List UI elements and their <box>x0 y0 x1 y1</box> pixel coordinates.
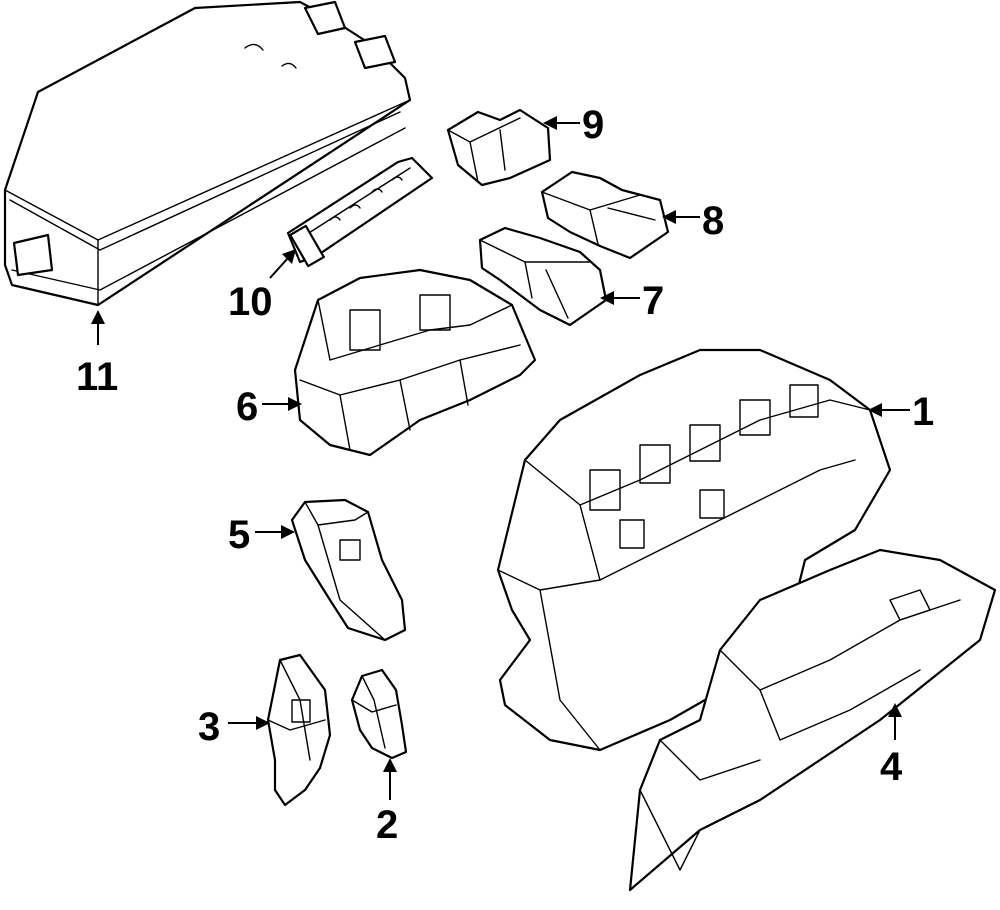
part-10-fuse-strip <box>286 156 434 268</box>
callout-11: 11 <box>76 355 118 399</box>
callout-2: 2 <box>376 803 398 847</box>
part-1-main-fuse-box <box>496 348 892 752</box>
part-11-cover <box>3 0 412 307</box>
part-8-relay <box>540 170 670 260</box>
callout-4: 4 <box>880 745 903 789</box>
callout-3: 3 <box>198 705 220 749</box>
part-2-fuse-holder <box>350 668 408 760</box>
part-9-relay <box>446 108 552 187</box>
callout-10: 10 <box>228 280 273 324</box>
part-5-connector <box>290 498 407 642</box>
part-3-fuse-holder <box>266 653 332 807</box>
callout-9: 9 <box>582 103 604 147</box>
callout-7: 7 <box>642 279 664 323</box>
part-4-lower-bracket <box>628 548 997 892</box>
callout-leaders <box>91 116 910 800</box>
callout-6: 6 <box>236 385 258 429</box>
callout-5: 5 <box>228 513 250 557</box>
callout-1: 1 <box>912 390 934 434</box>
part-6-relay-block <box>293 268 537 457</box>
callout-labels: 1 2 3 4 5 6 7 8 9 10 11 <box>76 103 934 847</box>
callout-8: 8 <box>702 199 724 243</box>
